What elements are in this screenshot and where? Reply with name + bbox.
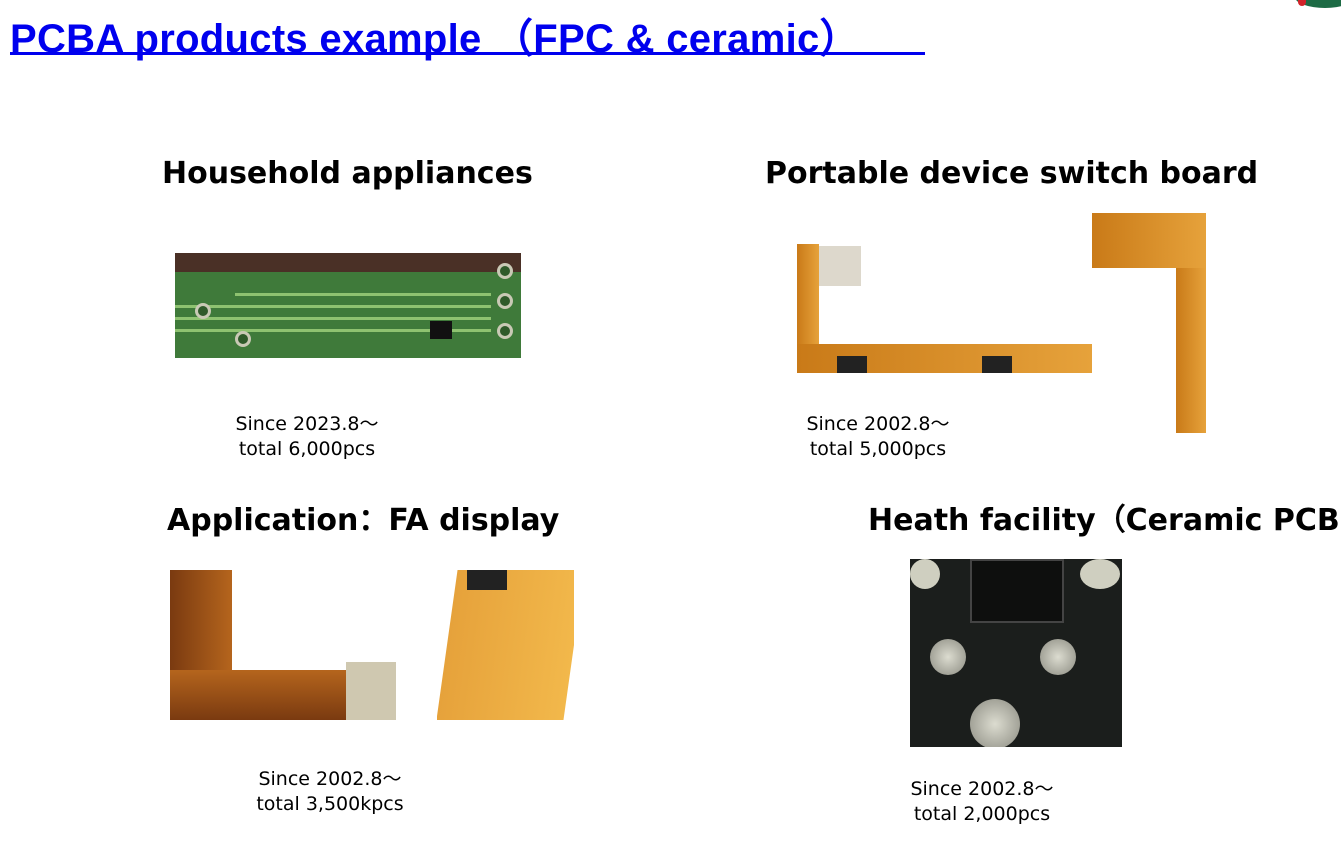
caption-household: Since 2023.8～ total 6,000pcs [218, 412, 396, 462]
fa-display-photo-2 [437, 570, 574, 720]
company-logo [1295, 0, 1341, 8]
household-pcb-photo [175, 253, 521, 358]
total-text: total 2,000pcs [913, 803, 1051, 825]
since-text: Since 2002.8～ [258, 768, 402, 790]
caption-fa-display: Since 2002.8～ total 3,500kpcs [240, 767, 420, 817]
page-title: PCBA products example （FPC & ceramic） [10, 17, 860, 61]
since-text: Since 2023.8～ [235, 413, 379, 435]
ceramic-pcb-photo [910, 559, 1122, 747]
total-text: total 5,000pcs [809, 438, 947, 460]
heading-household-appliances: Household appliances [162, 156, 533, 191]
company-logo-accent [1298, 0, 1306, 6]
heading-fa-display: Application：FA display [167, 503, 560, 538]
caption-portable: Since 2002.8～ total 5,000pcs [788, 412, 968, 462]
heading-heath-facility: Heath facility（Ceramic PCB) [868, 503, 1341, 538]
heading-portable-device: Portable device switch board [765, 156, 1259, 191]
fa-display-photo-1 [170, 570, 396, 720]
total-text: total 3,500kpcs [256, 793, 404, 815]
since-text: Since 2002.8～ [806, 413, 950, 435]
since-text: Since 2002.8～ [910, 778, 1054, 800]
caption-heath-facility: Since 2002.8～ total 2,000pcs [892, 777, 1072, 827]
switch-board-photo-2 [1092, 213, 1206, 433]
total-text: total 6,000pcs [238, 438, 376, 460]
switch-board-photo-1 [797, 244, 1092, 373]
title-underline [10, 52, 925, 55]
